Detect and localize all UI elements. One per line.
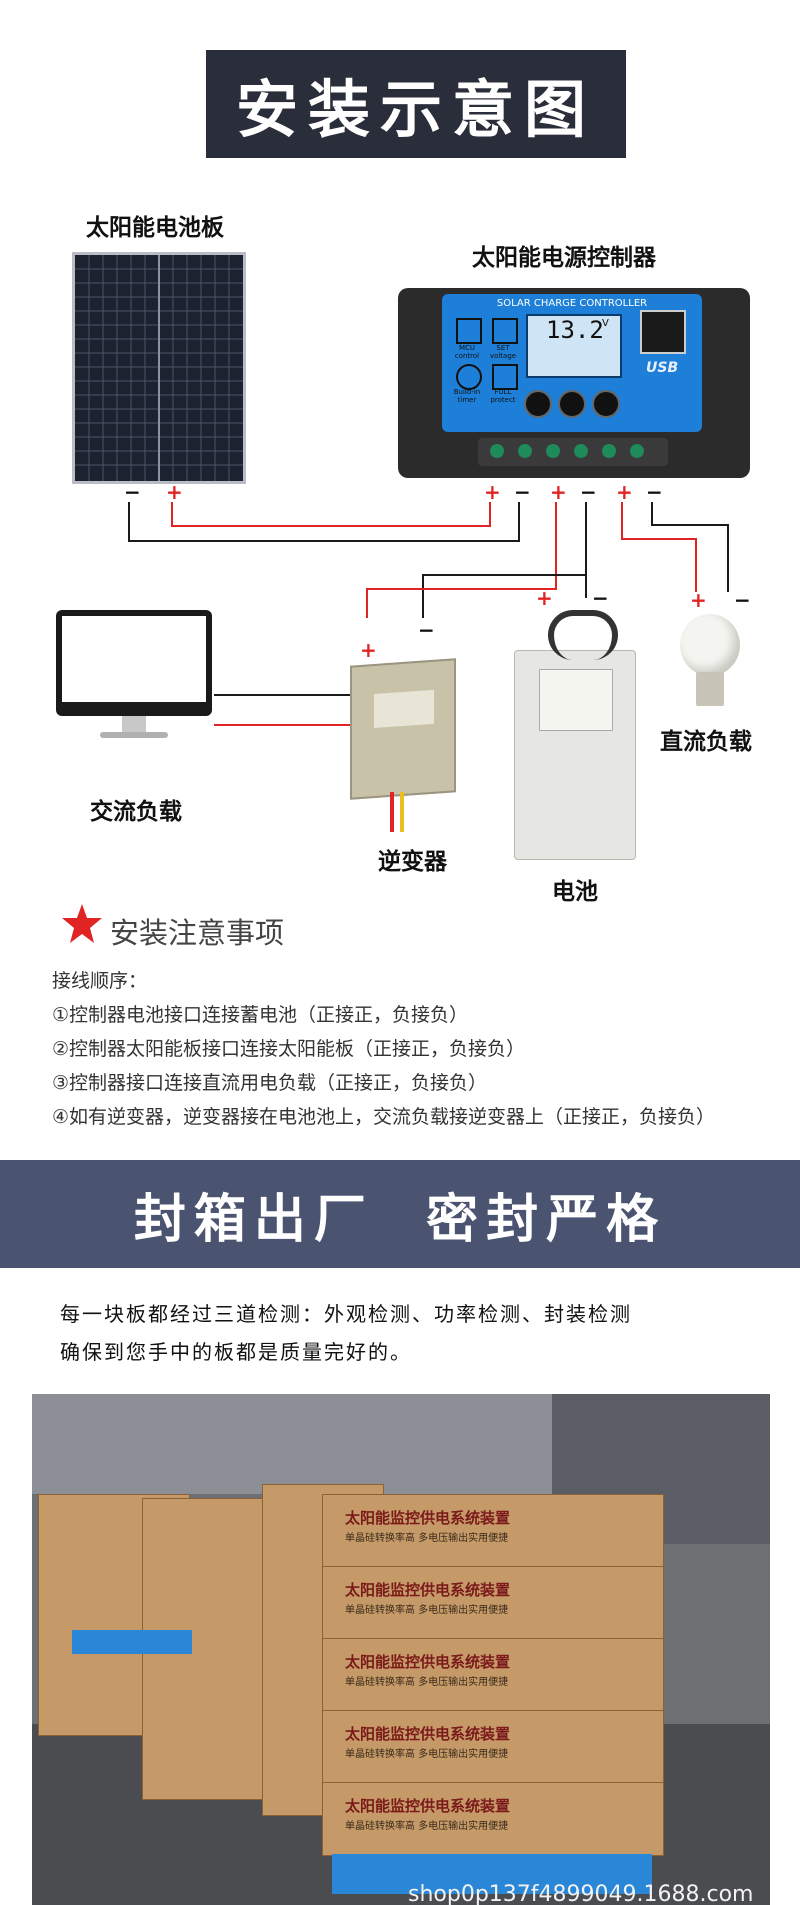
- box-title: 太阳能监控供电系统装置: [345, 1509, 511, 1527]
- panel-minus: −: [124, 480, 141, 504]
- battery-minus: −: [592, 586, 609, 610]
- ctrl-batt-minus: −: [580, 480, 597, 504]
- note-item: ③控制器接口连接直流用电负载（正接正，负接负）: [52, 1072, 488, 1094]
- bulb-icon: [680, 614, 740, 676]
- box-subtitle: 单晶硅转换率高 多电压输出实用便捷: [345, 1749, 509, 1760]
- mcu-icon: [456, 318, 482, 344]
- controller-banner: SOLAR CHARGE CONTROLLER: [496, 298, 648, 309]
- inverter-minus: −: [418, 618, 435, 642]
- full-protect-label: FULL protect: [490, 388, 516, 404]
- battery-plus: +: [536, 586, 553, 610]
- description-line: 确保到您手中的板都是质量完好的。: [60, 1340, 412, 1364]
- box-subtitle: 单晶硅转换率高 多电压输出实用便捷: [345, 1605, 509, 1616]
- box-subtitle: 单晶硅转换率高 多电压输出实用便捷: [345, 1677, 509, 1688]
- watermark: shop0p137f4899049.1688.com: [408, 1882, 754, 1905]
- usb-port: [640, 310, 686, 354]
- dc-load-label: 直流负载: [660, 729, 752, 755]
- box-title: 太阳能监控供电系统装置: [345, 1797, 511, 1815]
- ac-load-label: 交流负载: [90, 799, 182, 825]
- control-button-up[interactable]: [558, 390, 586, 418]
- ctrl-load-minus: −: [646, 480, 663, 504]
- box-subtitle: 单晶硅转换率高 多电压输出实用便捷: [345, 1533, 509, 1544]
- notes-title: 安装注意事项: [110, 916, 285, 950]
- solar-panel-label: 太阳能电池板: [86, 215, 224, 241]
- battery-label: 电池: [552, 879, 598, 905]
- notes-intro: 接线顺序：: [52, 970, 148, 992]
- box-title: 太阳能监控供电系统装置: [345, 1581, 511, 1599]
- solar-panel-image: [72, 252, 246, 484]
- description-line: 每一块板都经过三道检测：外观检测、功率检测、封装检测: [60, 1302, 632, 1326]
- timer-label: Build-in timer: [453, 388, 481, 404]
- controller-display-unit: V: [602, 318, 609, 329]
- star-icon: [60, 902, 104, 946]
- note-item: ①控制器电池接口连接蓄电池（正接正，负接负）: [52, 1004, 469, 1026]
- charge-controller: SOLAR CHARGE CONTROLLER 13.2 V MCU contr…: [398, 288, 750, 478]
- battery-image: [514, 650, 636, 860]
- usb-label: USB: [646, 360, 679, 376]
- clock-icon: [456, 364, 482, 390]
- page-title: 安装示意图: [206, 50, 626, 158]
- controller-display: 13.2: [546, 316, 604, 344]
- dcload-minus: −: [734, 588, 751, 612]
- ctrl-load-plus: +: [616, 480, 633, 504]
- lock-icon: [492, 364, 518, 390]
- control-button-down[interactable]: [592, 390, 620, 418]
- note-item: ②控制器太阳能板接口连接太阳能板（正接正，负接负）: [52, 1038, 526, 1060]
- monitor-icon: [56, 610, 212, 716]
- inverter-image: [350, 658, 456, 800]
- ctrl-solar-plus: +: [484, 480, 501, 504]
- controller-label: 太阳能电源控制器: [472, 245, 656, 271]
- set-label: SET voltage: [489, 344, 517, 360]
- box-subtitle: 单晶硅转换率高 多电压输出实用便捷: [345, 1821, 509, 1832]
- note-item: ④如有逆变器，逆变器接在电池池上，交流负载接逆变器上（正接正，负接负）: [52, 1106, 716, 1128]
- ctrl-solar-minus: −: [514, 480, 531, 504]
- dcload-plus: +: [690, 588, 707, 612]
- box-title: 太阳能监控供电系统装置: [345, 1653, 511, 1671]
- inverter-plus: +: [360, 638, 377, 662]
- mcu-label: MCU control: [454, 344, 480, 360]
- panel-plus: +: [166, 480, 183, 504]
- gear-icon: [492, 318, 518, 344]
- box-title: 太阳能监控供电系统装置: [345, 1725, 511, 1743]
- inverter-label: 逆变器: [378, 849, 447, 875]
- control-button-menu[interactable]: [524, 390, 552, 418]
- section-banner: 封箱出厂 密封严格: [0, 1160, 800, 1268]
- warehouse-photo: 太阳能监控供电系统装置单晶硅转换率高 多电压输出实用便捷 太阳能监控供电系统装置…: [32, 1394, 770, 1905]
- ctrl-batt-plus: +: [550, 480, 567, 504]
- section-banner-text: 封箱出厂 密封严格: [133, 1189, 667, 1250]
